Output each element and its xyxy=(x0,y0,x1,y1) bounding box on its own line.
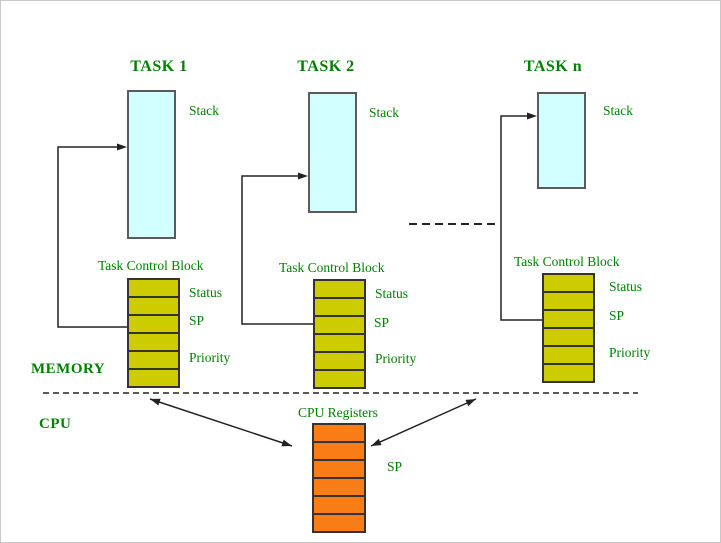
tcb-cell xyxy=(544,311,593,329)
task-1-tcb-label: Task Control Block xyxy=(98,258,204,273)
register-cell xyxy=(314,515,364,531)
tcb-cell xyxy=(129,316,178,334)
arrowhead-left-up xyxy=(150,398,161,406)
connector-task1-sp-to-stack xyxy=(57,146,127,328)
arrowhead-task2-stack xyxy=(298,172,308,180)
task-2-title: TASK 2 xyxy=(297,58,355,75)
arrowhead-right-up xyxy=(465,399,476,407)
task-n-field-status: Status xyxy=(609,279,643,294)
task-n-field-sp: SP xyxy=(609,308,625,323)
task-n-tcb-box xyxy=(542,273,595,383)
task-n-field-priority: Priority xyxy=(609,345,651,360)
tcb-cell xyxy=(544,347,593,365)
tcb-cell xyxy=(315,371,364,387)
task-1-tcb-box xyxy=(127,278,180,388)
tcb-cell xyxy=(544,365,593,381)
register-cell xyxy=(314,497,364,515)
tcb-cell xyxy=(315,335,364,353)
register-cell xyxy=(314,461,364,479)
tcb-cell xyxy=(544,329,593,347)
tcb-cell xyxy=(315,299,364,317)
task-2-field-status: Status xyxy=(375,286,409,301)
arrow-registers-left xyxy=(149,398,293,447)
task-1-title: TASK 1 xyxy=(130,58,188,75)
tcb-cell xyxy=(129,280,178,298)
tcb-cell xyxy=(544,293,593,311)
task-2-tcb-label: Task Control Block xyxy=(279,260,385,275)
task-2-stack-box xyxy=(308,92,357,213)
cpu-region-label: CPU xyxy=(39,416,72,432)
register-cell xyxy=(314,425,364,443)
task-1-field-priority: Priority xyxy=(189,350,231,365)
tcb-cell xyxy=(315,353,364,371)
task-n-tcb-label: Task Control Block xyxy=(514,254,620,269)
memory-region-label: MEMORY xyxy=(31,361,106,377)
task-n-stack-box xyxy=(537,92,586,189)
arrowhead-task1-stack xyxy=(117,143,127,151)
cpu-registers-sp-label: SP xyxy=(387,459,403,474)
task-n-stack-label: Stack xyxy=(603,103,633,118)
tcb-cell xyxy=(129,352,178,370)
task-2-stack-label: Stack xyxy=(369,105,399,120)
arrow-registers-right xyxy=(370,398,477,447)
connector-task2-sp-to-stack xyxy=(241,175,313,325)
arrowhead-left-down xyxy=(281,439,292,447)
task-2-field-sp: SP xyxy=(374,315,390,330)
tcb-cell xyxy=(129,370,178,386)
register-cell xyxy=(314,443,364,461)
connector-taskn-sp-to-stack xyxy=(500,115,542,321)
tcb-cell xyxy=(315,281,364,299)
tcb-cell xyxy=(129,298,178,316)
task-1-stack-box xyxy=(127,90,176,239)
tcb-cell xyxy=(129,334,178,352)
arrowhead-right-down xyxy=(371,438,382,446)
task-n-title: TASK n xyxy=(523,58,583,75)
task-2-tcb-box xyxy=(313,279,366,389)
task-2-field-priority: Priority xyxy=(375,351,417,366)
arrowhead-taskn-stack xyxy=(527,112,537,120)
cpu-registers-box xyxy=(312,423,366,533)
cpu-registers-label: CPU Registers xyxy=(298,405,378,420)
register-cell xyxy=(314,479,364,497)
tcb-cell xyxy=(315,317,364,335)
task-1-field-status: Status xyxy=(189,285,223,300)
tcb-cell xyxy=(544,275,593,293)
task-1-stack-label: Stack xyxy=(189,103,219,118)
task-1-field-sp: SP xyxy=(189,313,205,328)
